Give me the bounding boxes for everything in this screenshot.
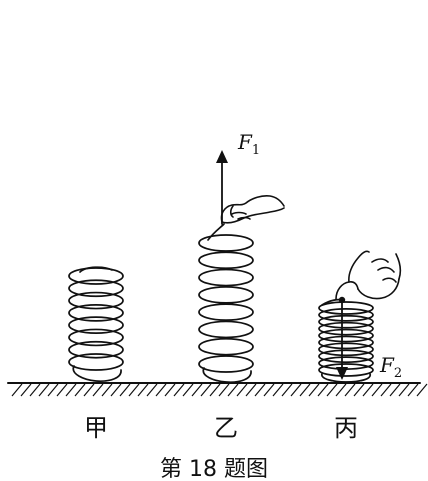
hatch-line	[407, 383, 419, 397]
hatch-line	[119, 383, 131, 397]
hatch-line	[65, 383, 77, 397]
hatch-line	[164, 383, 176, 397]
hatch-line	[353, 383, 365, 397]
label-yi: 乙	[214, 414, 238, 442]
spring-coil	[68, 304, 124, 322]
hatch-line	[389, 383, 401, 397]
hatch-line	[110, 383, 122, 397]
hatch-line	[218, 383, 230, 397]
spring-lead-top	[79, 266, 113, 273]
hatch-line	[11, 383, 23, 397]
spring-coil	[318, 342, 374, 357]
hatch-line	[191, 383, 203, 397]
hatch-line	[101, 383, 113, 397]
spring-coil	[68, 291, 124, 310]
spring-coil	[68, 267, 124, 285]
hatch-line	[362, 383, 374, 397]
spring-coil	[318, 363, 374, 377]
spring-coil	[318, 349, 374, 364]
hatch-line	[128, 383, 140, 397]
hatch-line	[326, 383, 338, 397]
hatch-line	[173, 383, 185, 397]
hatch-line	[155, 383, 167, 397]
force-f1-label: F1	[237, 130, 260, 158]
hatch-line	[56, 383, 68, 397]
ground	[7, 382, 428, 397]
hatch-line	[380, 383, 392, 397]
spring-coil	[318, 328, 374, 343]
hatch-line	[335, 383, 347, 397]
spring-coil	[198, 320, 254, 339]
spring-coil	[318, 321, 374, 336]
force-f2-label: F2	[379, 353, 402, 381]
hatch-line	[398, 383, 410, 397]
spring-lead-bottom	[72, 365, 122, 382]
hatch-line	[272, 383, 284, 397]
hatch-line	[299, 383, 311, 397]
hatch-line	[308, 383, 320, 397]
hatch-line	[236, 383, 248, 397]
spring-coil	[198, 337, 254, 356]
hatch-line	[371, 383, 383, 397]
hatch-line	[416, 383, 428, 397]
hatch-line	[344, 383, 356, 397]
spring-coil	[198, 286, 254, 304]
hatch-line	[281, 383, 293, 397]
force-f1-arrow	[216, 150, 228, 225]
hatch-line	[254, 383, 266, 397]
spring-coil	[198, 268, 254, 287]
spring-coil	[68, 316, 124, 334]
hatch-line	[182, 383, 194, 397]
hatch-line	[245, 383, 257, 397]
hatch-line	[29, 383, 41, 397]
ground-hatching	[11, 383, 428, 397]
spring-coil	[318, 314, 374, 329]
figure-caption: 第 18 题图	[160, 457, 268, 481]
spring-coil	[68, 353, 124, 371]
spring-lead-bottom	[321, 373, 371, 383]
hatch-line	[290, 383, 302, 397]
spring-coil	[198, 355, 254, 373]
spring-jia	[68, 266, 124, 382]
spring-yi	[198, 223, 254, 383]
label-bing: 丙	[334, 414, 358, 442]
hatch-line	[38, 383, 50, 397]
spring-coil	[198, 251, 254, 270]
hatch-line	[200, 383, 212, 397]
spring-coil	[68, 328, 124, 347]
spring-coil	[318, 301, 374, 315]
hatch-line	[20, 383, 32, 397]
hatch-line	[263, 383, 275, 397]
spring-bing	[318, 298, 374, 383]
spring-coil	[318, 308, 374, 322]
spring-lead-bottom	[202, 367, 252, 383]
spring-coil	[318, 335, 374, 350]
hatch-line	[137, 383, 149, 397]
spring-coil	[68, 279, 124, 298]
spring-coil	[68, 340, 124, 359]
spring-coil	[198, 234, 254, 252]
hatch-line	[227, 383, 239, 397]
hatch-line	[83, 383, 95, 397]
force-f2-arrow	[336, 296, 348, 380]
hatch-line	[74, 383, 86, 397]
hatch-line	[92, 383, 104, 397]
hatch-line	[317, 383, 329, 397]
hatch-line	[47, 383, 59, 397]
hand-pressing-icon	[335, 250, 402, 300]
spring-coil	[198, 303, 254, 321]
spring-lead-top	[207, 223, 225, 241]
label-jia: 甲	[84, 414, 108, 442]
hatch-line	[209, 383, 221, 397]
hand-pulling-icon	[220, 195, 285, 224]
hatch-line	[146, 383, 158, 397]
